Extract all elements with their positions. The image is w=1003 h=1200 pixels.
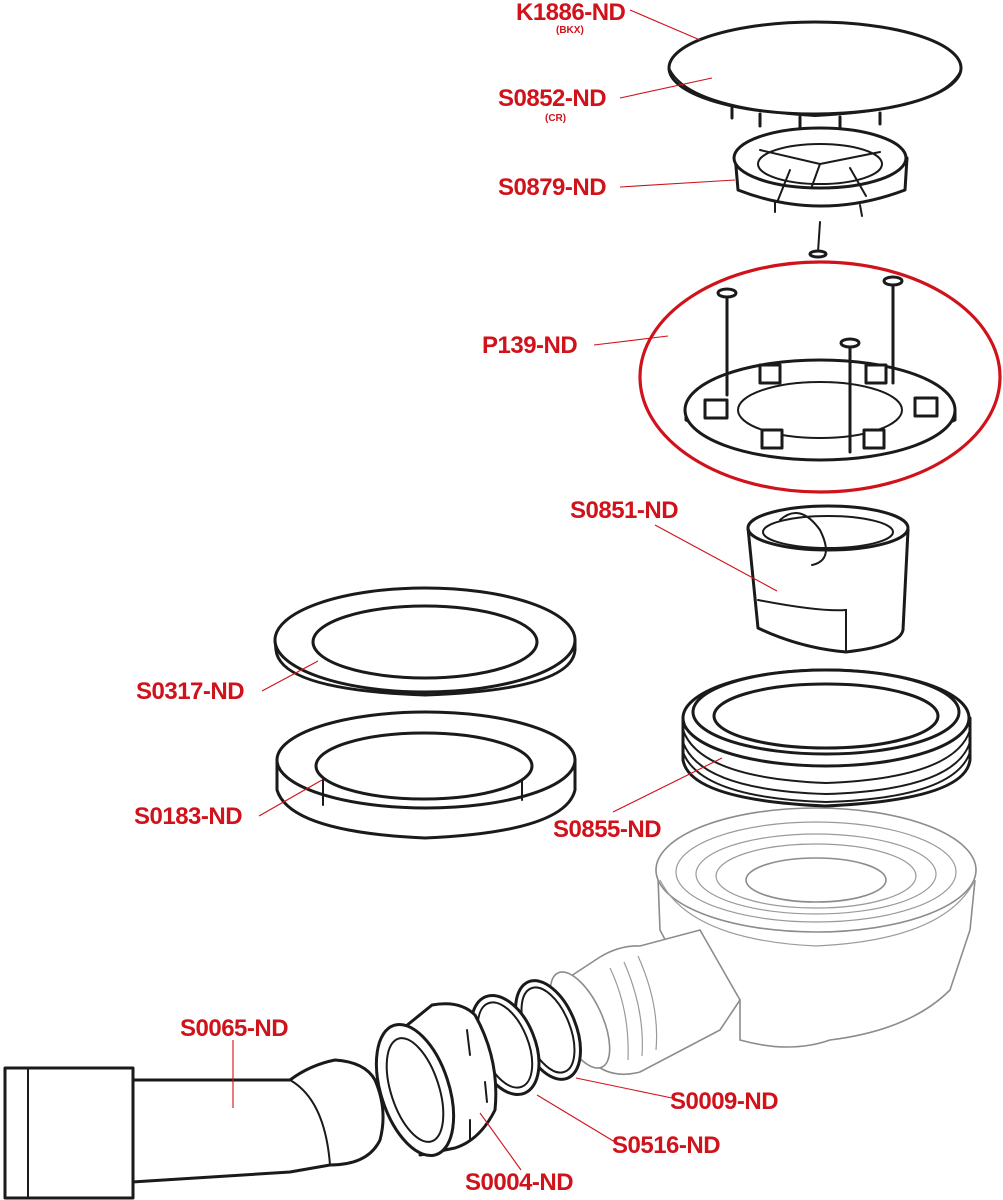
leader-lines — [232, 9, 778, 1171]
label-s0852-sub: (CR) — [545, 113, 566, 124]
grate-part — [732, 126, 909, 217]
screw-part — [808, 221, 828, 259]
label-s0855: S0855-ND — [553, 816, 661, 843]
label-k1886-sub: (BKX) — [556, 25, 584, 36]
threaded-flange-part — [681, 668, 972, 808]
label-s0065: S0065-ND — [180, 1015, 288, 1042]
thick-washer-part — [275, 710, 577, 840]
strainer-cup-part — [746, 504, 910, 654]
elbow-pipe-part — [3, 1058, 385, 1200]
screw-plate-part — [683, 275, 957, 462]
label-s0851: S0851-ND — [570, 497, 678, 524]
flat-washer-part — [273, 586, 577, 697]
label-s0004: S0004-ND — [465, 1169, 573, 1196]
label-p139: P139-ND — [482, 332, 577, 359]
highlight-ring — [638, 260, 1002, 494]
label-s0183: S0183-ND — [134, 803, 242, 830]
label-s0317: S0317-ND — [136, 678, 244, 705]
label-s0009: S0009-ND — [670, 1088, 778, 1115]
label-s0879: S0879-ND — [498, 174, 606, 201]
trap-body-part — [549, 807, 977, 1076]
union-nut-part — [374, 1002, 498, 1158]
label-k1886: K1886-ND — [516, 0, 626, 26]
cover-cap-part — [667, 20, 963, 132]
label-s0852: S0852-ND — [498, 85, 606, 112]
label-s0516: S0516-ND — [612, 1132, 720, 1159]
